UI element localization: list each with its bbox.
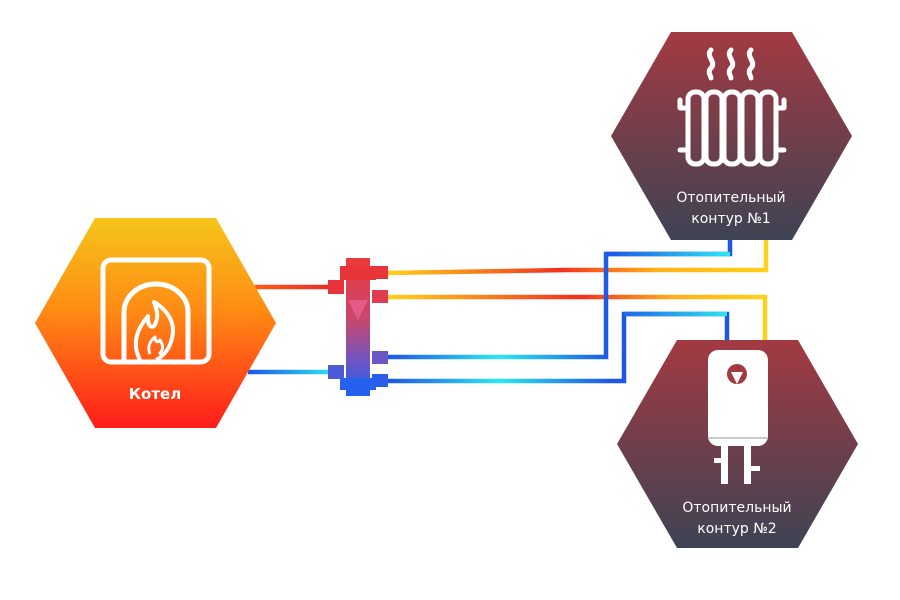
radiator-icon [677, 47, 787, 167]
circuit2-node: Отопительный контур №2 [617, 340, 858, 548]
circuit1-label-line1: Отопительный [676, 190, 785, 206]
separator-port-left-top [328, 280, 344, 294]
pipe-circuit1-supply [385, 238, 769, 276]
hydro-arrow-icon [348, 300, 368, 320]
boiler-flame-icon [100, 257, 212, 365]
pipe-circuit2-supply [386, 294, 768, 340]
separator-port-right-2 [372, 290, 388, 303]
pipes [248, 238, 769, 384]
separator-bottom-cap [340, 378, 376, 390]
separator-body [346, 258, 370, 396]
boiler-label: Котел [129, 385, 181, 403]
separator-top-cap [340, 266, 376, 280]
circuit2-label-line2: контур №2 [697, 521, 776, 537]
separator-port-right-1 [372, 266, 388, 279]
circuit1-label-line2: контур №1 [691, 211, 770, 227]
separator-port-right-3 [372, 351, 388, 364]
circuit1-hexagon [611, 32, 852, 240]
hydraulic-separator [328, 258, 388, 396]
circuit1-node: Отопительный контур №1 [611, 32, 852, 240]
boiler-node: Котел [35, 218, 276, 428]
water-heater-icon [708, 350, 768, 484]
circuit2-label-line1: Отопительный [682, 500, 791, 516]
separator-port-left-bottom [328, 365, 344, 379]
